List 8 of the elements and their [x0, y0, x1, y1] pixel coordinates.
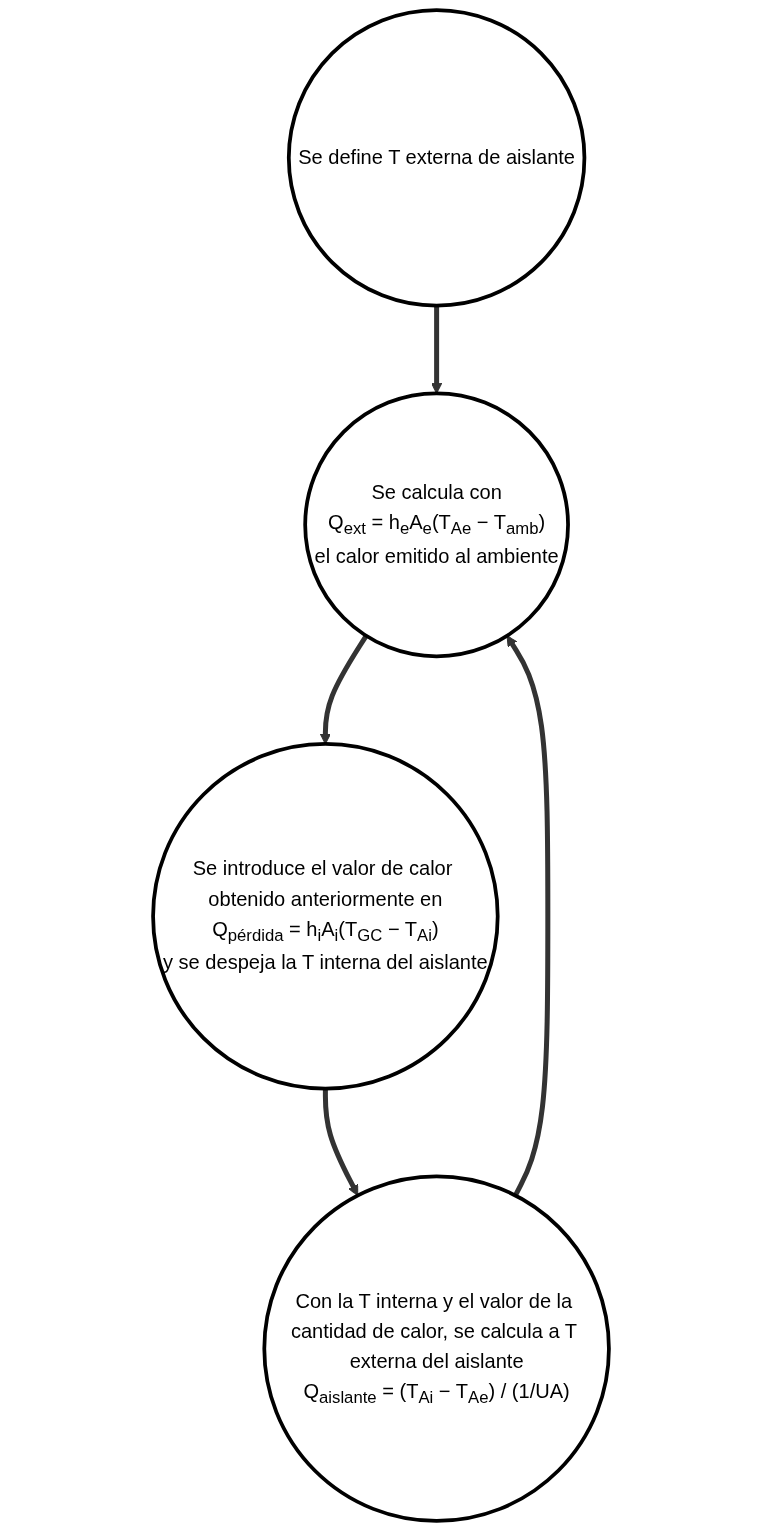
node-circle: Con la T interna y el valor de la cantidad de calor, se calcula a T externa del aislante Q$_{aislante}$ = (T$_{Ai}$ − T$_{Ae}$) / (1/UA)	[262, 1174, 611, 1523]
arrow	[506, 635, 551, 1197]
node-circle: Se define T externa de aislante	[286, 8, 587, 308]
arrow	[431, 305, 443, 394]
arrow	[319, 634, 369, 745]
node-circle: Se introduce el valor de calor obtenido anteriormente en Q$_{pérdida}$ = h$_{i}$A$_{i}$(T$_{GC}$ − T$_{Ai}$) y se despeja la T interna del aislante	[151, 742, 500, 1091]
node-circle: Se calcula con Q$_{ext}$ = h$_{e}$A$_{e}$(T$_{Ae}$ − T$_{amb}$) el calor emitido al ambiente	[303, 391, 570, 659]
arrow	[322, 1088, 359, 1196]
